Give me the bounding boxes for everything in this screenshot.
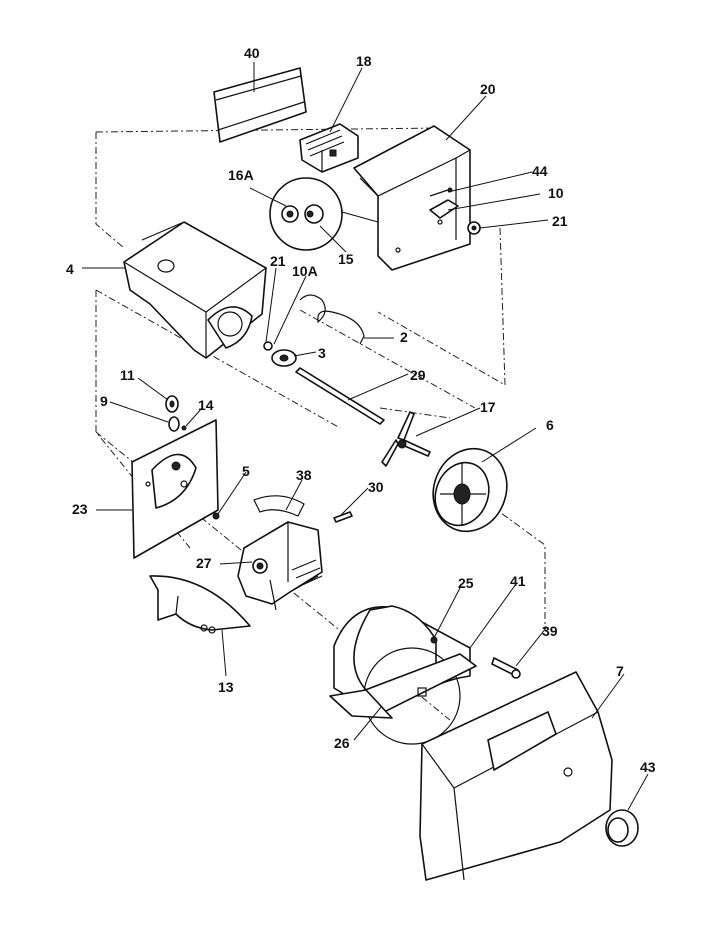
part-2-wire xyxy=(299,294,365,345)
part-39-screw xyxy=(491,657,521,679)
label-39: 39 xyxy=(542,623,558,639)
part-23-plate xyxy=(131,419,219,559)
label-21-left: 21 xyxy=(270,253,286,269)
label-21-right: 21 xyxy=(552,213,568,229)
part-6-wheel xyxy=(432,447,508,533)
label-30: 30 xyxy=(368,479,384,495)
part-29-shaft xyxy=(295,367,385,425)
label-6: 6 xyxy=(546,417,554,433)
label-3: 3 xyxy=(318,345,326,361)
label-29: 29 xyxy=(410,367,426,383)
label-40: 40 xyxy=(244,45,260,61)
part-11-washer xyxy=(165,395,179,413)
label-5: 5 xyxy=(242,463,250,479)
label-16a: 16A xyxy=(228,167,254,183)
part-14-screw xyxy=(181,425,187,431)
label-23: 23 xyxy=(72,501,88,517)
part-17-spider xyxy=(381,411,431,467)
part-4-bucket xyxy=(123,221,267,359)
part-13-flap xyxy=(149,575,251,634)
part-21-nut-left xyxy=(263,341,273,351)
part-41-housing xyxy=(329,605,477,745)
label-15: 15 xyxy=(338,251,354,267)
part-3-gear xyxy=(271,349,297,367)
label-17: 17 xyxy=(480,399,496,415)
part-5-clip xyxy=(212,512,220,520)
label-11: 11 xyxy=(120,367,135,383)
part-9-washer xyxy=(168,416,180,432)
part-40-cover-panel xyxy=(213,67,307,143)
label-43: 43 xyxy=(640,759,656,775)
label-41: 41 xyxy=(510,573,526,589)
label-10: 10 xyxy=(548,185,564,201)
part-20-motor-housing xyxy=(353,125,471,271)
label-9: 9 xyxy=(100,393,108,409)
part-38-bracket xyxy=(237,495,323,611)
label-27: 27 xyxy=(196,555,212,571)
label-7: 7 xyxy=(616,663,624,679)
leader-lines xyxy=(82,62,649,811)
part-43-knob xyxy=(605,809,639,847)
part-7-front-cover xyxy=(419,671,613,881)
part-30-screw xyxy=(333,511,353,523)
label-38: 38 xyxy=(296,467,312,483)
label-18: 18 xyxy=(356,53,372,69)
label-4: 4 xyxy=(66,261,74,277)
label-14: 14 xyxy=(198,397,214,413)
label-25: 25 xyxy=(458,575,474,591)
label-20: 20 xyxy=(480,81,496,97)
label-13: 13 xyxy=(218,679,234,695)
part-18-switch xyxy=(299,123,359,173)
part-21-nut-right xyxy=(467,221,481,235)
label-44: 44 xyxy=(532,163,548,179)
detail-circle-16a xyxy=(269,177,379,251)
part-number-labels: 40 18 20 16A 44 10 21 4 15 21 10A 2 3 11… xyxy=(66,45,656,775)
label-10a: 10A xyxy=(292,263,318,279)
label-2: 2 xyxy=(400,329,408,345)
label-26: 26 xyxy=(334,735,350,751)
